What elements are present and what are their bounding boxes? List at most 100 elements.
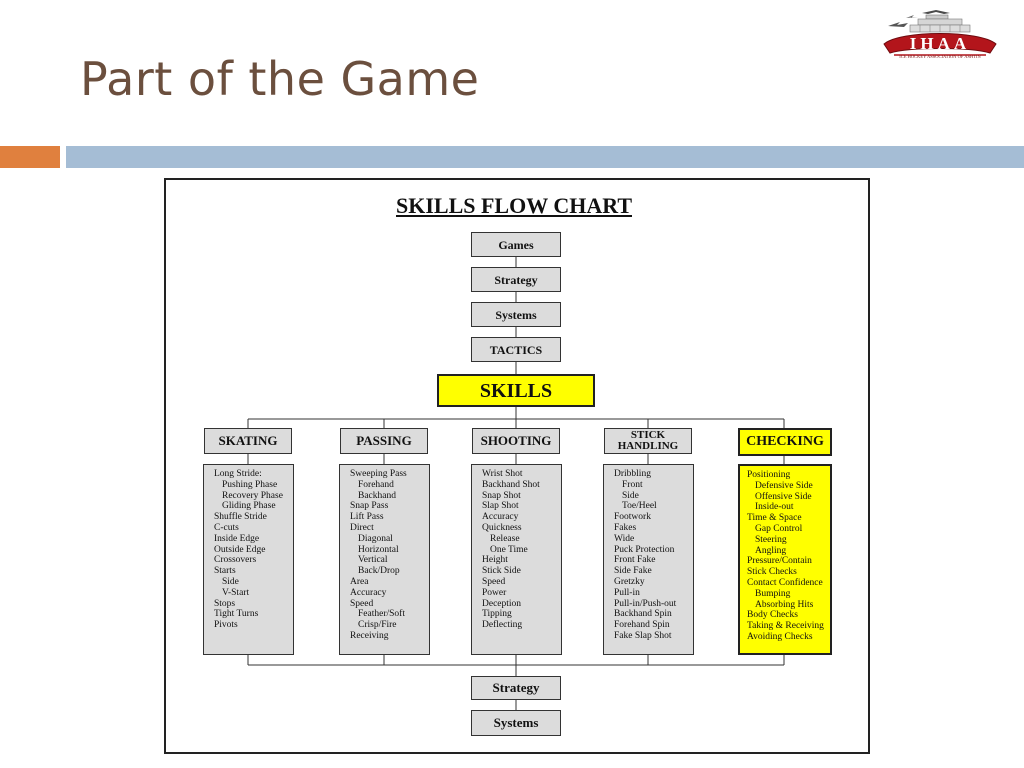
skill-item: Vertical xyxy=(358,555,388,566)
skill-item: Wide xyxy=(614,533,635,544)
skill-item: Side xyxy=(622,490,639,501)
skill-item: Side xyxy=(222,576,239,587)
skill-item: Slap Shot xyxy=(482,501,519,512)
category-shooting: SHOOTING xyxy=(472,428,560,454)
skill-item: Power xyxy=(482,587,507,598)
category-stick-handling-line1: STICK xyxy=(630,429,666,441)
skill-item: Dribbling xyxy=(614,469,651,479)
skill-item: Receiving xyxy=(350,630,389,641)
skill-item: Deflecting xyxy=(482,620,523,631)
skill-item: Snap Pass xyxy=(350,501,389,512)
skill-item: Diagonal xyxy=(358,533,393,544)
box-skills: SKILLS xyxy=(437,374,595,407)
skill-item: Crisp/Fire xyxy=(358,620,397,631)
skill-item: Backhand Spin xyxy=(614,609,672,620)
skill-item: Body Checks xyxy=(747,610,798,621)
skill-item: Pushing Phase xyxy=(222,479,278,490)
logo-graphic xyxy=(883,10,997,56)
skill-item: Footwork xyxy=(614,512,651,523)
skill-item: Pressure/Contain xyxy=(747,556,812,567)
category-checking: CHECKING xyxy=(738,428,832,456)
skill-item: Pull-in/Push-out xyxy=(614,598,677,609)
skill-item: Quickness xyxy=(482,522,522,533)
skill-item: Speed xyxy=(350,598,374,609)
skill-item: Forehand Spin xyxy=(614,620,670,631)
skill-item: Bumping xyxy=(755,588,791,599)
skill-item: Inside Edge xyxy=(214,533,260,544)
skill-item: Gliding Phase xyxy=(222,501,276,512)
skill-item: Stick Side xyxy=(482,566,521,577)
skill-item: V-Start xyxy=(222,587,250,598)
skill-item: Accuracy xyxy=(482,512,519,523)
skill-item: Inside-out xyxy=(755,502,794,513)
skill-item: Shuffle Stride xyxy=(214,512,267,523)
skill-item: Snap Shot xyxy=(482,490,521,501)
skill-item: Tipping xyxy=(482,609,512,620)
skill-item: Starts xyxy=(214,566,236,577)
skill-item: Time & Space xyxy=(747,513,802,524)
skill-item: Area xyxy=(350,576,369,587)
skill-item: Puck Protection xyxy=(614,544,675,555)
box-tactics: TACTICS xyxy=(471,337,561,362)
skill-item: Pull-in xyxy=(614,587,640,598)
skill-item: Accuracy xyxy=(350,587,387,598)
skill-item: Taking & Receiving xyxy=(747,621,824,632)
skill-item: Toe/Heel xyxy=(622,501,657,512)
skill-item: One Time xyxy=(490,544,528,555)
skill-item: Stops xyxy=(214,598,236,609)
skill-item: Crossovers xyxy=(214,555,257,566)
skill-item: Angling xyxy=(755,545,787,556)
box-strategy-top: Strategy xyxy=(471,267,561,292)
category-passing: PASSING xyxy=(340,428,428,454)
skill-item: Tight Turns xyxy=(214,609,259,620)
skill-item: Feather/Soft xyxy=(358,609,405,620)
skill-item: Forehand xyxy=(358,479,394,490)
skill-item: Offensive Side xyxy=(755,491,812,502)
slide-title: Part of the Game xyxy=(80,52,480,106)
skill-item: Horizontal xyxy=(358,544,399,555)
skill-item: Pivots xyxy=(214,620,238,631)
skill-item: Wrist Shot xyxy=(482,469,523,479)
skill-item: Back/Drop xyxy=(358,566,400,577)
skill-item: Gretzky xyxy=(614,576,645,587)
category-stick-handling: STICK HANDLING xyxy=(604,428,692,454)
skill-item: Long Stride: xyxy=(214,469,262,479)
box-systems-top: Systems xyxy=(471,302,561,327)
skill-item: C-cuts xyxy=(214,522,239,533)
skill-item: Fake Slap Shot xyxy=(614,630,672,641)
skill-item: Deception xyxy=(482,598,522,609)
skill-item: Front xyxy=(622,479,643,490)
skill-item: Outside Edge xyxy=(214,544,266,555)
box-systems-bottom: Systems xyxy=(471,710,561,736)
skill-item: Gap Control xyxy=(755,523,803,534)
skill-item: Contact Confidence xyxy=(747,577,823,588)
skill-item: Avoiding Checks xyxy=(747,631,813,642)
box-games: Games xyxy=(471,232,561,257)
skill-item: Defensive Side xyxy=(755,480,813,491)
skill-item: Height xyxy=(482,555,508,566)
skill-item: Lift Pass xyxy=(350,512,384,523)
skill-item: Direct xyxy=(350,522,374,533)
skill-item: Backhand xyxy=(358,490,396,501)
skill-item: Stick Checks xyxy=(747,567,797,578)
skill-item: Side Fake xyxy=(614,566,652,577)
skill-item: Speed xyxy=(482,576,506,587)
skill-item: Positioning xyxy=(747,470,791,480)
category-skating: SKATING xyxy=(204,428,292,454)
skill-item: Release xyxy=(490,533,520,544)
category-stick-handling-line2: HANDLING xyxy=(617,440,679,452)
skill-item: Fakes xyxy=(614,522,637,533)
skill-item: Sweeping Pass xyxy=(350,469,407,479)
skill-item: Absorbing Hits xyxy=(755,599,814,610)
skill-item: Steering xyxy=(755,534,787,545)
skill-item: Recovery Phase xyxy=(222,490,283,501)
accent-bar-orange xyxy=(0,146,60,168)
box-strategy-bottom: Strategy xyxy=(471,676,561,700)
skill-item: Backhand Shot xyxy=(482,479,540,490)
